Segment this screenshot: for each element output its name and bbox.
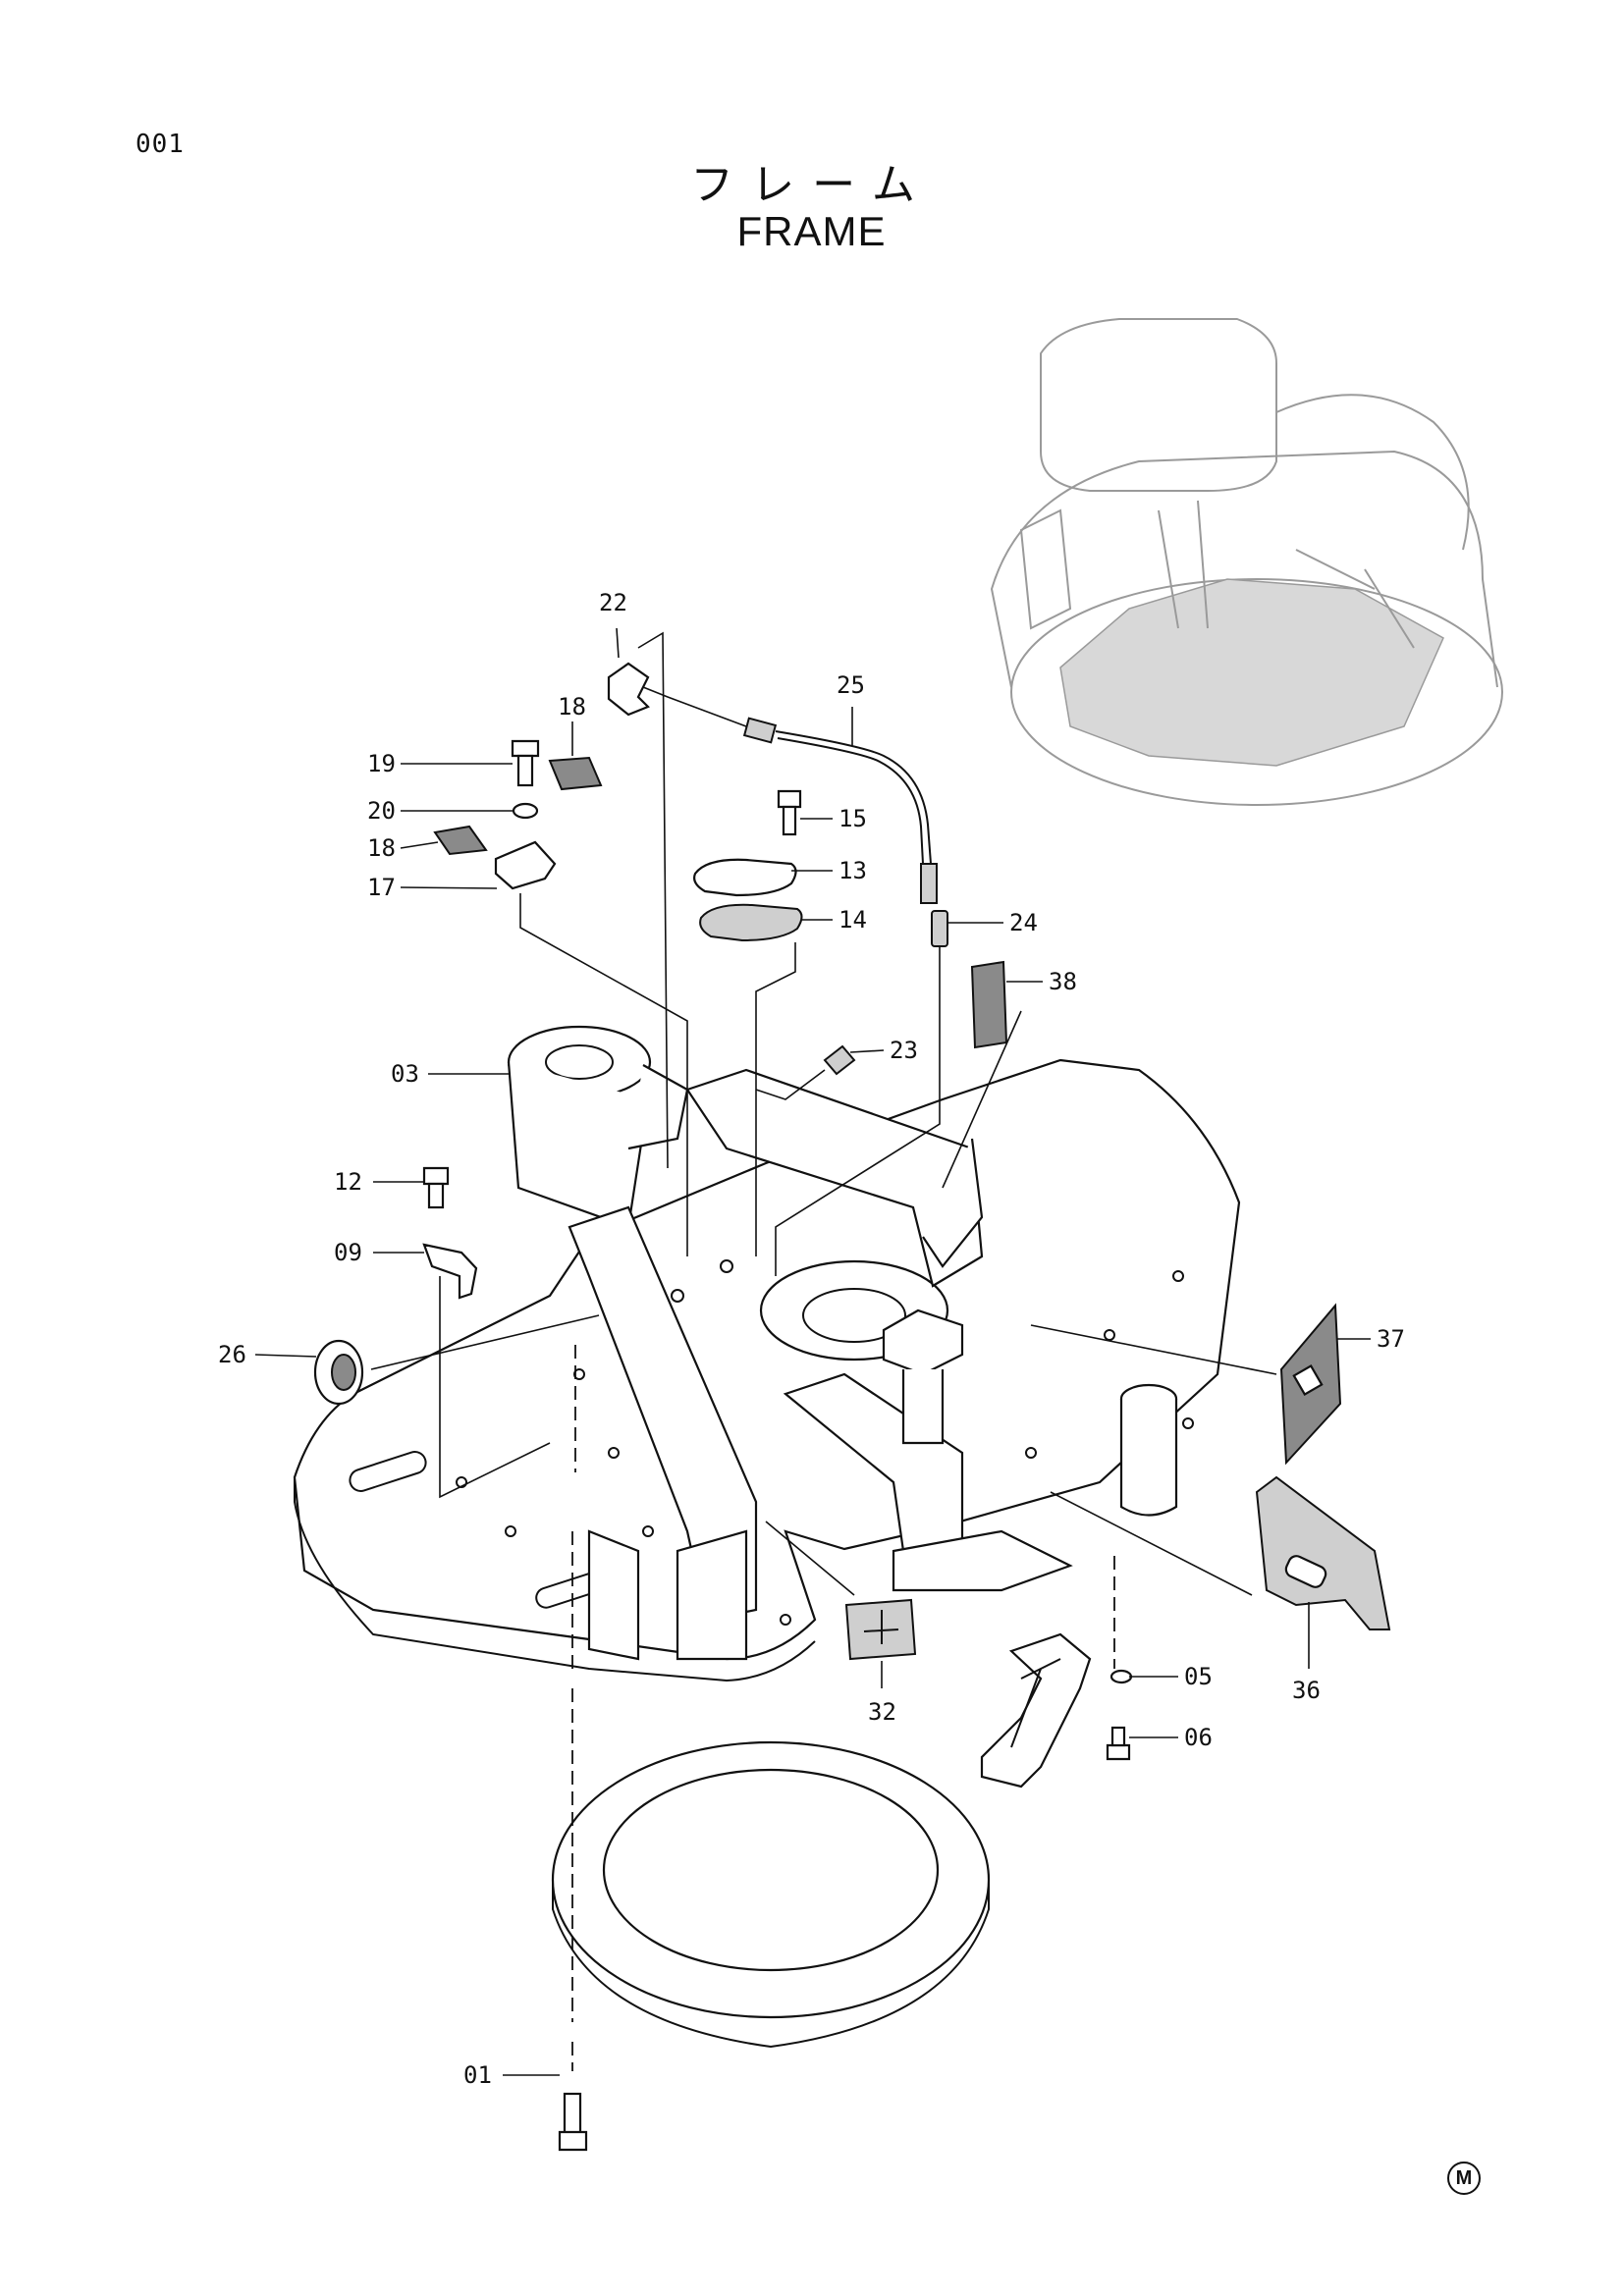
callout-20: 20 [367, 797, 396, 825]
callout-22: 22 [599, 589, 627, 616]
mark-badge: M [1447, 2162, 1481, 2195]
part-09-bracket [422, 1243, 551, 1499]
callout-05: 05 [1184, 1663, 1213, 1690]
callout-15: 15 [839, 805, 867, 832]
part-22-elbow [607, 631, 747, 1169]
part-24-adapter [775, 910, 948, 1276]
title-english: FRAME [736, 208, 887, 254]
callout-17: 17 [367, 874, 396, 901]
callout-36: 36 [1292, 1677, 1321, 1704]
part-38-plate [970, 960, 1008, 1049]
callout-23: 23 [890, 1037, 918, 1064]
part-37-plate [1030, 1303, 1342, 1466]
part-13-cover [693, 858, 797, 897]
callout-37: 37 [1377, 1325, 1405, 1353]
locator-machine-overview [990, 318, 1503, 806]
callout-leaders [254, 627, 1371, 2076]
part-06-bolt [1106, 1726, 1131, 1761]
callout-13: 13 [839, 857, 867, 884]
page-number: 001 [135, 130, 185, 159]
callout-19: 19 [367, 750, 396, 777]
part-18-pad-lower [433, 825, 488, 856]
callout-18-upper: 18 [558, 693, 586, 721]
callout-25: 25 [837, 671, 865, 699]
part-25-hose [742, 717, 938, 904]
part-17-bracket [494, 840, 688, 1256]
callout-01: 01 [463, 2061, 492, 2089]
callout-09: 09 [334, 1239, 362, 1266]
callout-14: 14 [839, 906, 867, 934]
part-05-stay [980, 1632, 1133, 1789]
part-18-pad-upper [548, 756, 603, 791]
callout-03: 03 [391, 1060, 419, 1088]
part-12-bolt [422, 1166, 450, 1209]
title-japanese: フレーム [690, 160, 933, 210]
part-26-grommet [313, 1314, 600, 1406]
callout-32: 32 [868, 1698, 896, 1726]
callout-38: 38 [1049, 968, 1077, 995]
swing-bearing-ring [551, 1740, 991, 2049]
callout-18-lower: 18 [367, 834, 396, 862]
part-32-plate [765, 1521, 917, 1661]
part-20-washer [512, 802, 539, 820]
part-01-bolt [558, 2092, 588, 2152]
callout-06: 06 [1184, 1724, 1213, 1751]
part-23-grease-nipple [755, 1044, 856, 1100]
callout-24: 24 [1009, 909, 1038, 936]
main-frame-assembly [293, 1025, 1241, 1682]
callout-12: 12 [334, 1168, 362, 1196]
part-36-cover [1050, 1475, 1391, 1630]
callout-26: 26 [218, 1341, 246, 1368]
part-19-bolt [511, 739, 540, 787]
part-14-gasket [699, 903, 803, 942]
part-15-bolt [777, 789, 802, 836]
